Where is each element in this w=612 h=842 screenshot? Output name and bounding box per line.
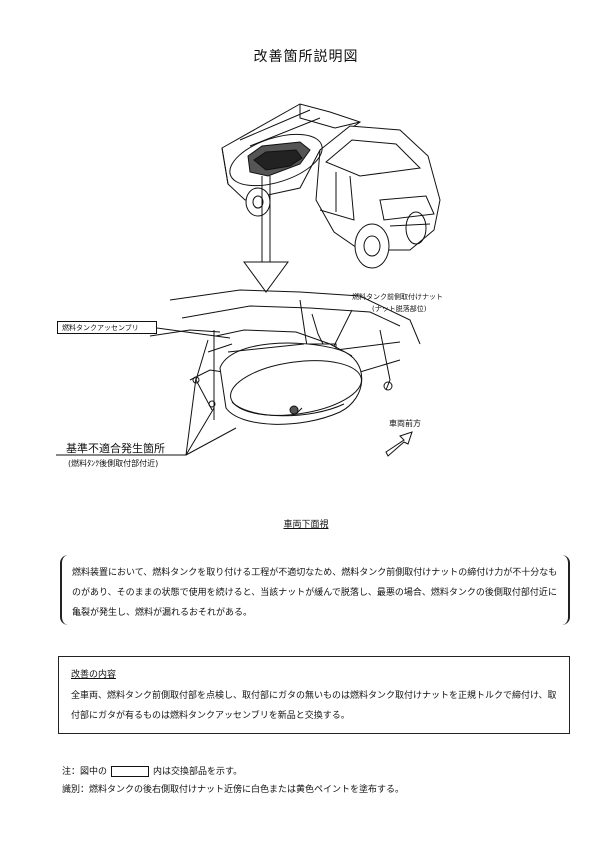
- remedy-box: 改善の内容 全車両、燃料タンク前側取付部を点検し、取付部にガタの無いものは燃料タ…: [58, 656, 570, 734]
- label-fuel-tank-assembly: 燃料タンクアッセンブリ: [57, 321, 157, 334]
- label-front-mounting-nut: 燃料タンク前側取付けナット: [352, 293, 443, 301]
- fuel-tank-illustration: [219, 342, 363, 425]
- label-defect-location: 基準不適合発生箇所: [66, 442, 165, 455]
- label-front-mounting-nut-sub: (ナット脱落部位): [372, 305, 427, 313]
- truck-illustration: [221, 103, 441, 269]
- note-identification: 識別：燃料タンクの後右側取付けナット近傍に白色または黄色ペイントを塗布する。: [62, 785, 405, 795]
- legend-box-icon: [111, 766, 150, 777]
- description-text: 燃料装置において、燃料タンクを取り付ける工程が不適切なため、燃料タンク前側取付け…: [72, 568, 558, 618]
- remedy-text: 全車両、燃料タンク前側取付部を点検し、取付部にガタの無いものは燃料タンク取付けナ…: [71, 691, 557, 721]
- label-defect-location-sub: (燃料ﾀﾝｸ後側取付部付近): [68, 459, 159, 468]
- remedy-title: 改善の内容: [71, 670, 117, 680]
- down-arrow-icon: [243, 176, 289, 293]
- label-vehicle-front: 車両前方: [389, 419, 421, 428]
- description-box: 燃料装置において、燃料タンクを取り付ける工程が不適切なため、燃料タンク前側取付け…: [60, 555, 570, 625]
- note-prefix: 注：図中の: [62, 767, 108, 777]
- note-suffix: 内は交換部品を示す。: [153, 767, 243, 777]
- note-replacement-parts: 注：図中の 内は交換部品を示す。: [62, 764, 242, 777]
- direction-arrow-icon: [385, 431, 413, 457]
- view-caption: 車両下面視: [283, 520, 329, 530]
- page-title: 改善箇所説明図: [253, 49, 359, 65]
